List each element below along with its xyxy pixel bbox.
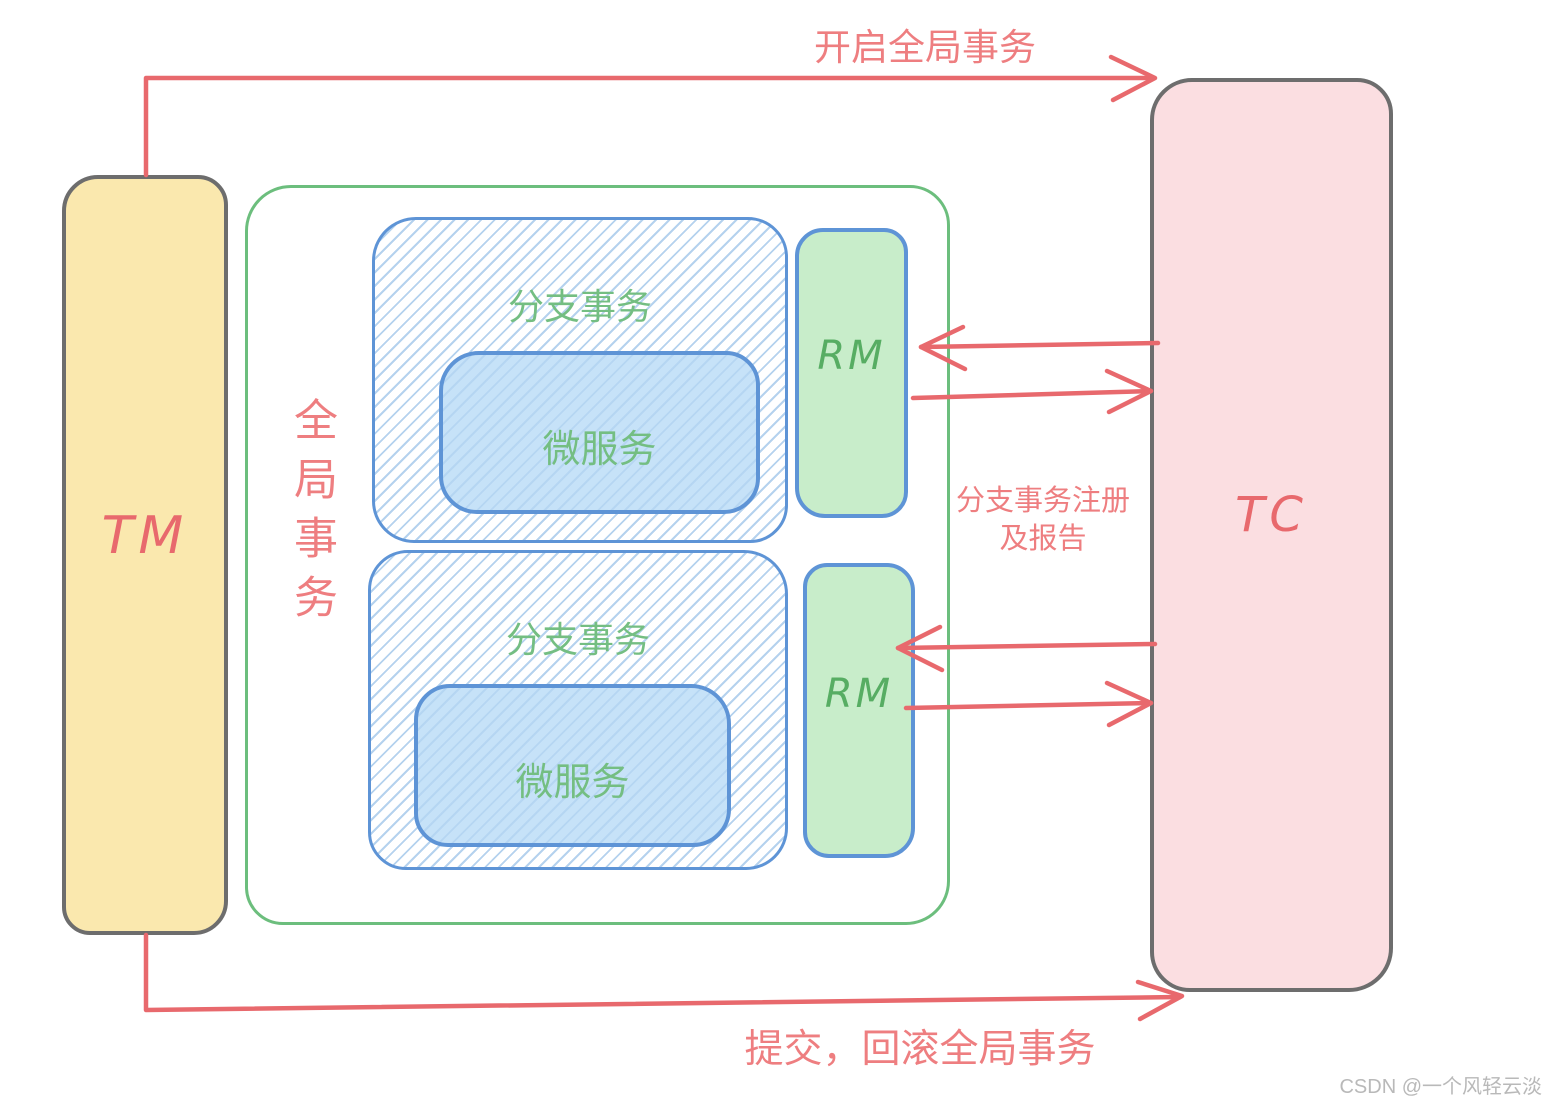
branch-register-line1: 分支事务注册 (955, 485, 1130, 517)
arrow-begin-global-transaction (143, 54, 1158, 178)
begin-global-transaction-label: 开启全局事务 (814, 27, 1036, 68)
commit-rollback-label: 提交，回滚全局事务 (744, 1028, 1096, 1071)
microservice-box-1: 微服务 (439, 351, 760, 514)
branch-transaction-label-2: 分支事务 (505, 619, 650, 660)
microservice-label-2: 微服务 (515, 762, 630, 804)
branch-transaction-label-1: 分支事务 (507, 286, 652, 327)
branch-transaction-box-1: 分支事务 微服务 (372, 217, 788, 543)
rm-label-1: RM (817, 333, 886, 379)
tm-label: TM (101, 506, 189, 566)
tc-label: TC (1235, 487, 1308, 543)
branch-register-report-label: 分支事务注册 及报告 (935, 482, 1151, 558)
rm-node-1: RM (795, 228, 908, 518)
watermark-text: CSDN @一个风轻云淡 (1339, 1076, 1542, 1098)
tc-node: TC (1150, 78, 1393, 992)
microservice-box-2: 微服务 (414, 684, 731, 847)
branch-transaction-box-2: 分支事务 微服务 (368, 550, 788, 870)
tm-node: TM (62, 175, 228, 935)
rm-node-2: RM (803, 563, 915, 858)
global-transaction-label: 全局事务 (287, 397, 336, 633)
arrow-tc-to-rm1 (918, 324, 1161, 372)
branch-register-line2: 及报告 (999, 523, 1087, 555)
arrow-commit-rollback (143, 932, 1185, 1022)
microservice-label-1: 微服务 (542, 429, 657, 471)
rm-label-2: RM (824, 670, 894, 717)
global-transaction-box (245, 185, 950, 925)
